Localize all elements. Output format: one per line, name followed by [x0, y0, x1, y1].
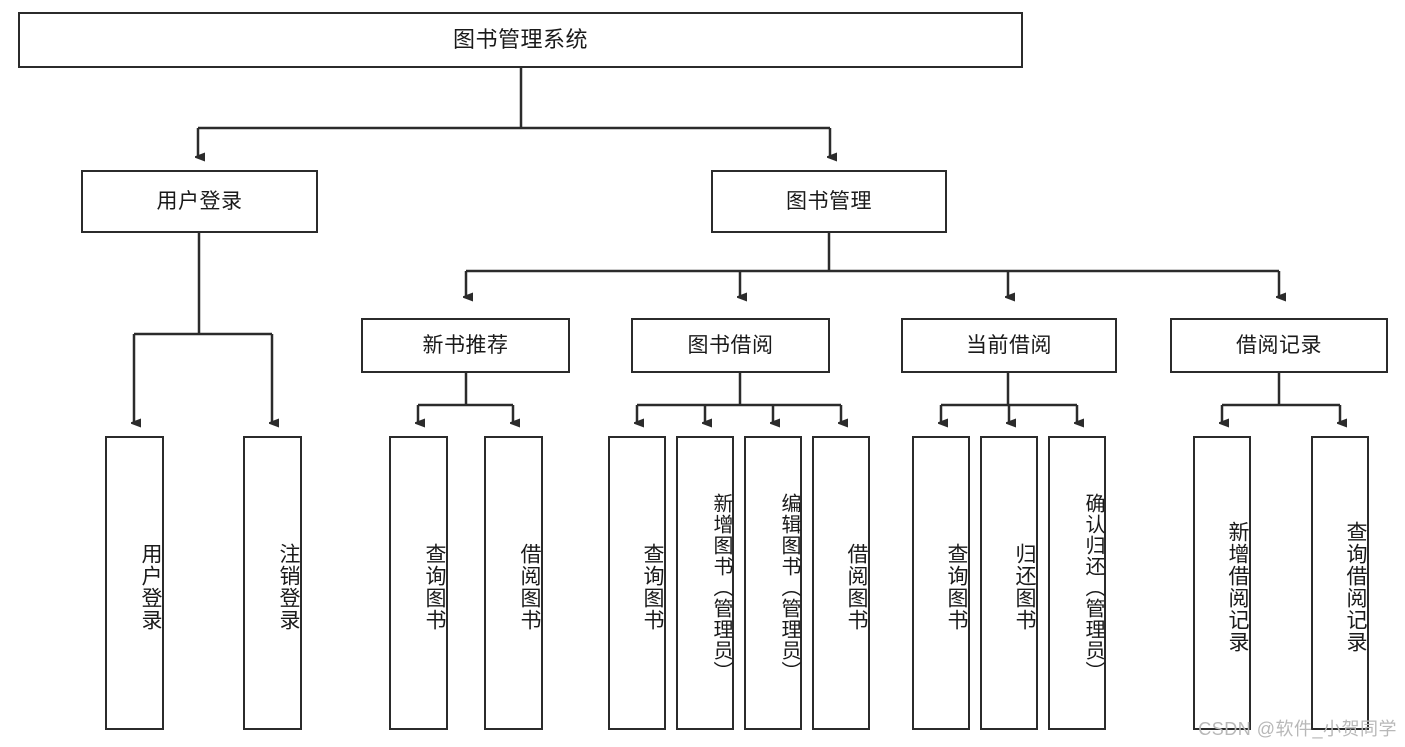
leaf-borrow-record-query-record[interactable]: 查询借阅记录	[1311, 436, 1369, 730]
node-root-library-system[interactable]: 图书管理系统	[18, 12, 1023, 68]
leaf-new-book-borrow-book[interactable]: 借阅图书	[484, 436, 543, 730]
watermark-text: CSDN @软件_小贺同学	[1198, 719, 1397, 739]
leaf-book-borrow-edit-book-admin[interactable]: 编辑图书（管理员）	[744, 436, 802, 730]
node-book-borrow[interactable]: 图书借阅	[631, 318, 830, 373]
node-current-borrow[interactable]: 当前借阅	[901, 318, 1117, 373]
leaf-current-borrow-confirm-return-admin[interactable]: 确认归还（管理员）	[1048, 436, 1106, 730]
leaf-new-book-query-book[interactable]: 查询图书	[389, 436, 448, 730]
leaf-book-borrow-add-book-admin[interactable]: 新增图书（管理员）	[676, 436, 734, 730]
node-user-login[interactable]: 用户登录	[81, 170, 318, 233]
leaf-user-login-login[interactable]: 用户登录	[105, 436, 164, 730]
leaf-user-login-logout[interactable]: 注销登录	[243, 436, 302, 730]
leaf-book-borrow-borrow-book[interactable]: 借阅图书	[812, 436, 870, 730]
leaf-borrow-record-add-record[interactable]: 新增借阅记录	[1193, 436, 1251, 730]
node-borrow-record[interactable]: 借阅记录	[1170, 318, 1388, 373]
leaf-current-borrow-query-book[interactable]: 查询图书	[912, 436, 970, 730]
leaf-book-borrow-query-book[interactable]: 查询图书	[608, 436, 666, 730]
node-new-book-recommend[interactable]: 新书推荐	[361, 318, 570, 373]
leaf-current-borrow-return-book[interactable]: 归还图书	[980, 436, 1038, 730]
node-book-management[interactable]: 图书管理	[711, 170, 947, 233]
